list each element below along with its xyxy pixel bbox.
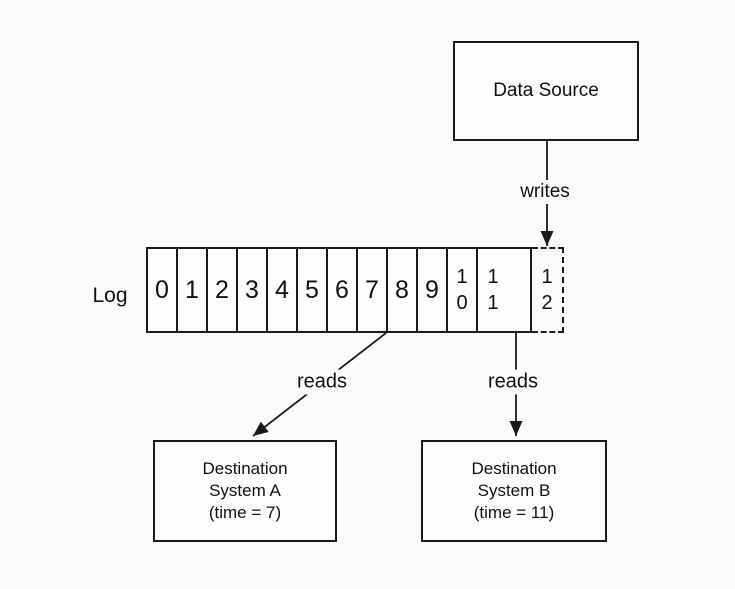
- log-cell-10: 1 0: [448, 249, 478, 331]
- destination-b-line-1: Destination: [471, 459, 557, 478]
- destination-a-line-2: System A: [209, 481, 281, 500]
- log-cell-9: 9: [418, 249, 448, 331]
- log-cell-2: 2: [208, 249, 238, 331]
- log-cell-6: 6: [328, 249, 358, 331]
- log-cell-4: 4: [268, 249, 298, 331]
- log-cell-12-pending: 1 2: [532, 247, 564, 333]
- data-source-box: Data Source: [453, 41, 639, 141]
- destination-b-line-3: (time = 11): [473, 503, 555, 522]
- destination-a-line-1: Destination: [202, 459, 288, 478]
- writes-label: writes: [515, 180, 575, 204]
- data-source-label: Data Source: [493, 80, 599, 101]
- destination-system-a-box: Destination System A (time = 7): [153, 440, 337, 542]
- reads-label-a: reads: [291, 369, 353, 395]
- destination-system-b-box: Destination System B (time = 11): [421, 440, 607, 542]
- reads-label-b: reads: [482, 369, 544, 395]
- log-cell-5: 5: [298, 249, 328, 331]
- log-cell-11: 1 1: [487, 266, 499, 314]
- destination-b-line-2: System B: [477, 481, 551, 500]
- log-cell-3: 3: [238, 249, 268, 331]
- log-cell-1: 1: [178, 249, 208, 331]
- log-cell-0: 0: [148, 249, 178, 331]
- log-cell-8: 8: [388, 249, 418, 331]
- log-label: Log: [92, 284, 128, 307]
- log-cell-7: 7: [358, 249, 388, 331]
- destination-a-line-3: (time = 7): [208, 503, 282, 522]
- log-row: 0 1 2 3 4 5 6 7 8 9 1 0 1 1: [146, 247, 532, 333]
